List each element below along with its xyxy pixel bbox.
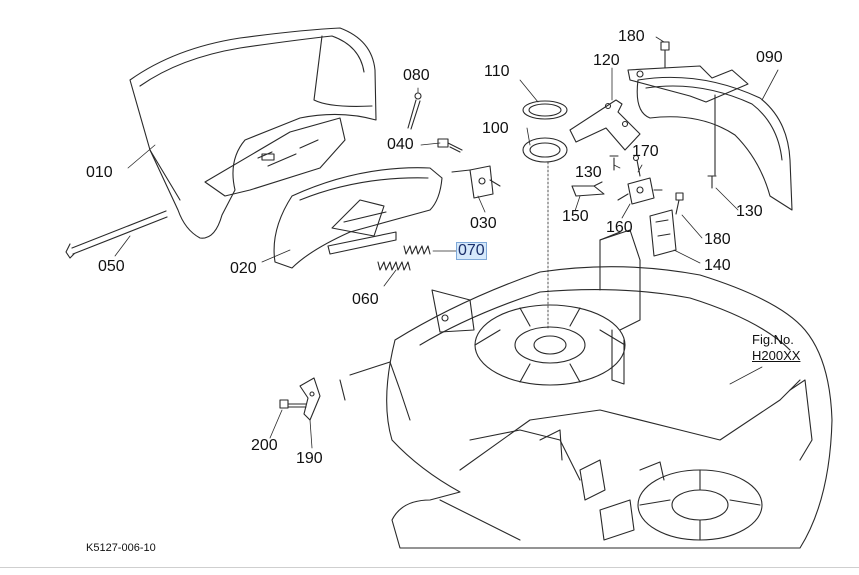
part-010-bracket — [204, 117, 346, 197]
part-label-050[interactable]: 050 — [98, 258, 125, 275]
part-label-180-bottom[interactable]: 180 — [704, 231, 731, 248]
part-040-bolt — [437, 138, 463, 153]
document-code: K5127-006-10 — [86, 542, 156, 554]
part-160-bracket — [617, 177, 663, 205]
mower-deck — [339, 229, 833, 549]
part-150-clip — [571, 181, 605, 197]
part-180-bolt-upper — [660, 41, 670, 69]
figure-caption: Fig.No. — [752, 332, 794, 347]
part-label-130-right[interactable]: 130 — [736, 203, 763, 220]
part-190-bracket — [299, 377, 321, 421]
part-label-090[interactable]: 090 — [756, 49, 783, 66]
part-010-deflector — [129, 27, 377, 239]
part-060-spring — [377, 261, 411, 271]
part-020-guard — [273, 167, 443, 269]
figure-number: H200XX — [752, 348, 801, 363]
part-130-screw-right — [707, 175, 717, 189]
part-label-080[interactable]: 080 — [403, 67, 430, 84]
bottom-divider — [0, 567, 859, 568]
part-100-washer — [522, 137, 568, 163]
part-170-pin — [632, 154, 641, 177]
part-label-130-left[interactable]: 130 — [575, 164, 602, 181]
part-label-040[interactable]: 040 — [387, 136, 414, 153]
part-120-arm — [569, 99, 641, 151]
part-label-180-top[interactable]: 180 — [618, 28, 645, 45]
part-030-latch — [451, 165, 501, 199]
part-050-rod — [65, 210, 168, 259]
part-label-060[interactable]: 060 — [352, 291, 379, 308]
part-label-020[interactable]: 020 — [230, 260, 257, 277]
part-110-ring — [522, 100, 568, 120]
part-label-100[interactable]: 100 — [482, 120, 509, 137]
part-label-010[interactable]: 010 — [86, 164, 113, 181]
part-200-bolt — [279, 399, 307, 409]
part-label-140[interactable]: 140 — [704, 257, 731, 274]
part-label-030[interactable]: 030 — [470, 215, 497, 232]
part-070-spring — [403, 245, 431, 255]
part-180-bolt-lower — [675, 192, 684, 215]
part-label-150[interactable]: 150 — [562, 208, 589, 225]
part-label-070[interactable]: 070 — [456, 242, 487, 260]
part-label-200[interactable]: 200 — [251, 437, 278, 454]
part-090-side-deflector — [627, 65, 793, 211]
part-label-120[interactable]: 120 — [593, 52, 620, 69]
part-label-160[interactable]: 160 — [606, 219, 633, 236]
part-label-170[interactable]: 170 — [632, 143, 659, 160]
part-label-110[interactable]: 110 — [484, 63, 510, 80]
leader-lines — [114, 36, 779, 449]
part-080-pin — [407, 92, 422, 130]
part-140-plate — [649, 209, 677, 257]
part-label-190[interactable]: 190 — [296, 450, 323, 467]
part-130-screw-left — [609, 155, 619, 171]
